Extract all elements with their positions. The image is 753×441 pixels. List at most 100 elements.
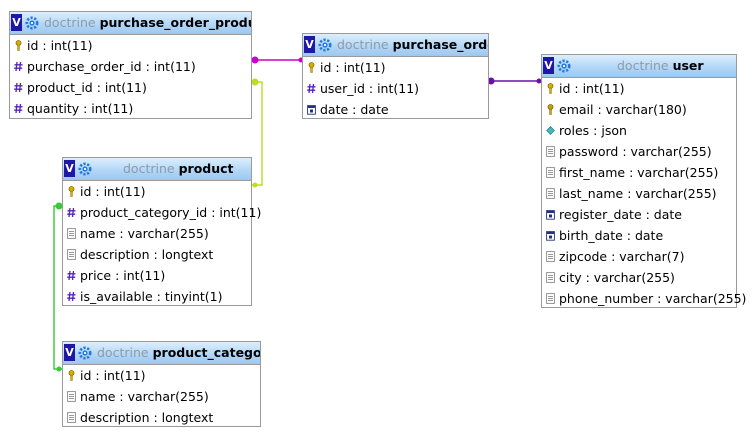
column-label: user_id : int(11) <box>320 81 420 96</box>
column-row[interactable]: zipcode : varchar(7) <box>542 246 736 267</box>
text-column-icon <box>67 249 76 260</box>
text-column-icon <box>546 146 555 157</box>
column-row[interactable]: quantity : int(11) <box>10 98 251 119</box>
column-label: register_date : date <box>559 207 682 222</box>
column-row[interactable]: id : int(11) <box>542 78 736 99</box>
column-row[interactable]: purchase_order_id : int(11) <box>10 56 251 77</box>
column-label: product_category_id : int(11) <box>80 205 262 220</box>
column-label: id : int(11) <box>80 184 146 199</box>
column-row[interactable]: description : longtext <box>63 407 260 428</box>
table-name: purchase_order <box>392 37 488 52</box>
column-row[interactable]: id : int(11) <box>303 57 488 78</box>
text-column-icon <box>546 293 555 304</box>
column-row[interactable]: is_available : tinyint(1) <box>63 286 251 307</box>
column-label: email : varchar(180) <box>559 102 687 117</box>
table-product-category[interactable]: V doctrine product_category id : int(11)… <box>62 341 261 427</box>
column-label: purchase_order_id : int(11) <box>27 59 196 74</box>
relation-product <box>251 78 263 188</box>
text-column-icon <box>67 412 76 423</box>
table-header[interactable]: V doctrine product <box>63 158 251 181</box>
column-label: product_id : int(11) <box>27 80 147 95</box>
column-label: name : varchar(255) <box>80 389 209 404</box>
table-user[interactable]: V doctrine user id : int(11) email : var… <box>541 54 746 309</box>
gear-icon[interactable] <box>25 16 39 30</box>
database-name: doctrine <box>337 37 389 52</box>
table-header[interactable]: V doctrine user <box>542 55 736 78</box>
column-label: description : longtext <box>80 410 214 425</box>
table-header[interactable]: V doctrine product_category <box>63 342 260 365</box>
relation-user <box>487 77 542 85</box>
numeric-column-icon <box>67 207 76 218</box>
column-row[interactable]: id : int(11) <box>10 35 251 56</box>
relation-purchase-order <box>251 56 304 64</box>
primary-key-icon <box>68 370 75 381</box>
gear-icon[interactable] <box>557 59 571 73</box>
table-purchase-order[interactable]: V doctrine purchase_order id : int(11) u… <box>302 33 489 119</box>
column-row[interactable]: password : varchar(255) <box>542 141 736 162</box>
column-row[interactable]: email : varchar(180) <box>542 99 736 120</box>
column-row[interactable]: description : longtext <box>63 244 251 265</box>
column-row[interactable]: product_category_id : int(11) <box>63 202 261 223</box>
column-label: id : int(11) <box>27 38 93 53</box>
relation-end-dot <box>251 56 259 64</box>
relation-end-dot <box>252 182 258 188</box>
column-row[interactable]: roles : json <box>542 120 736 141</box>
table-product[interactable]: V doctrine product id : int(11) product_… <box>62 157 261 307</box>
table-header[interactable]: V doctrine purchase_order <box>303 34 488 57</box>
column-row[interactable]: birth_date : date <box>542 225 736 246</box>
column-row[interactable]: id : int(11) <box>63 365 260 386</box>
text-column-icon <box>546 272 555 283</box>
numeric-column-icon <box>67 291 76 302</box>
column-label: last_name : varchar(255) <box>559 186 717 201</box>
column-label: description : longtext <box>80 247 214 262</box>
toggle-button[interactable]: V <box>64 160 75 177</box>
text-column-icon <box>546 251 555 262</box>
column-label: phone_number : varchar(255) <box>559 291 747 306</box>
column-row[interactable]: name : varchar(255) <box>63 386 260 407</box>
column-label: quantity : int(11) <box>27 101 134 116</box>
table-name: product_category <box>152 345 260 360</box>
date-column-icon <box>307 105 316 115</box>
column-row[interactable]: name : varchar(255) <box>63 223 251 244</box>
toggle-button[interactable]: V <box>543 57 554 74</box>
column-label: is_available : tinyint(1) <box>80 289 223 304</box>
toggle-button[interactable]: V <box>304 36 315 53</box>
column-row[interactable]: product_id : int(11) <box>10 77 251 98</box>
column-row[interactable]: phone_number : varchar(255) <box>542 288 746 309</box>
primary-key-icon <box>68 186 75 197</box>
table-name: product <box>178 161 234 176</box>
toggle-button[interactable]: V <box>64 344 75 361</box>
column-row[interactable]: register_date : date <box>542 204 736 225</box>
column-label: roles : json <box>559 123 627 138</box>
column-row[interactable]: last_name : varchar(255) <box>542 183 736 204</box>
gear-icon[interactable] <box>78 346 92 360</box>
gear-icon[interactable] <box>78 162 92 176</box>
column-label: id : int(11) <box>80 368 146 383</box>
toggle-button[interactable]: V <box>11 14 22 31</box>
relation-end-dot <box>251 78 259 86</box>
table-purchase-order-product[interactable]: V doctrine purchase_order_product id : i… <box>9 11 252 119</box>
gear-icon[interactable] <box>318 38 332 52</box>
column-row[interactable]: user_id : int(11) <box>303 78 488 99</box>
unique-key-icon <box>547 104 554 115</box>
column-row[interactable]: first_name : varchar(255) <box>542 162 736 183</box>
column-row[interactable]: city : varchar(255) <box>542 267 736 288</box>
text-column-icon <box>67 228 76 239</box>
column-row[interactable]: price : int(11) <box>63 265 251 286</box>
relation-end-dot <box>487 77 495 85</box>
table-name: user <box>672 58 704 73</box>
relation-line <box>53 205 62 370</box>
column-row[interactable]: date : date <box>303 99 488 120</box>
column-label: city : varchar(255) <box>559 270 675 285</box>
table-header[interactable]: V doctrine purchase_order_product <box>10 12 251 35</box>
numeric-column-icon <box>307 83 316 94</box>
column-row[interactable]: id : int(11) <box>63 181 251 202</box>
relation-product-category <box>53 202 63 372</box>
numeric-column-icon <box>14 103 23 114</box>
date-column-icon <box>546 210 555 220</box>
numeric-column-icon <box>14 61 23 72</box>
primary-key-icon <box>15 40 22 51</box>
date-column-icon <box>546 231 555 241</box>
column-label: birth_date : date <box>559 228 664 243</box>
